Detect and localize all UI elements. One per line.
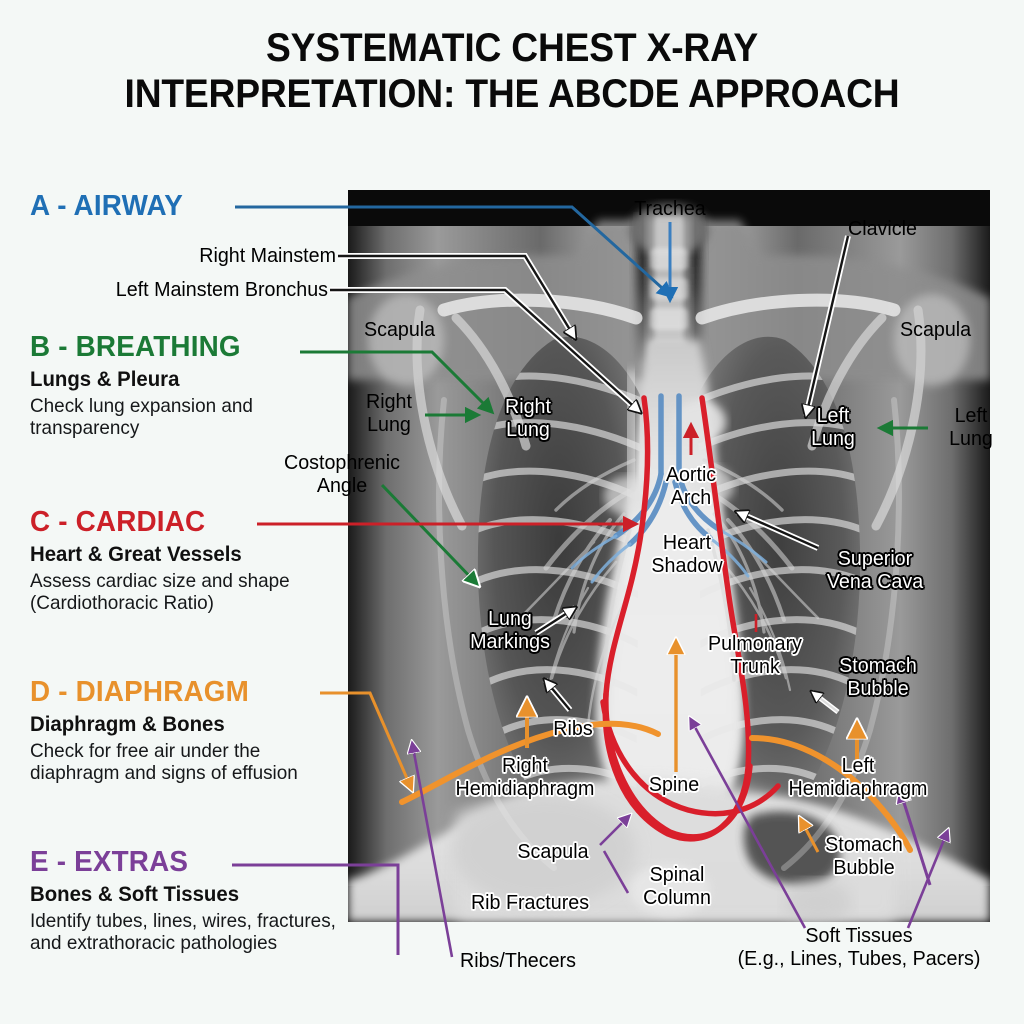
label-stomach-bubble-lower-line1: Stomach — [825, 833, 903, 856]
section-description-cardiac: Assess cardiac size and shape (Cardiotho… — [30, 569, 290, 615]
label-right-lung-inner-line1: Right — [505, 395, 551, 418]
label-right-lung-outer-line2: Lung — [367, 412, 411, 436]
label-lung-markings-line2: Markings — [470, 629, 550, 653]
label-spinal-column: Spinal Column — [624, 863, 730, 909]
section-cardiac[interactable]: C - CARDIAC Heart & Great Vessels Assess… — [30, 508, 350, 615]
label-left-lung-inner: Left Lung — [794, 404, 873, 450]
section-subtitle-diaphragm: Diaphragm & Bones — [30, 713, 225, 736]
label-trachea: Trachea — [634, 197, 706, 220]
label-scapula-left-outer: Scapula — [900, 318, 972, 341]
label-soft-tissues: Soft Tissues (E.g., Lines, Tubes, Pacers… — [712, 924, 1006, 970]
label-right-lung-inner-line2: Lung — [506, 417, 550, 441]
section-extras[interactable]: E - EXTRAS Bones & Soft Tissues Identify… — [30, 848, 350, 955]
label-costophrenic-angle-line2: Angle — [316, 473, 368, 497]
label-left-lung-inner-line1: Left — [816, 404, 850, 427]
label-left-lung-outer: Left Lung — [932, 404, 1011, 450]
section-heading-breathing: B - BREATHING — [30, 331, 241, 363]
label-left-hemidiaphragm: Left Hemidiaphragm — [762, 754, 954, 800]
label-left-lung-outer-line2: Lung — [949, 426, 993, 450]
label-aortic-arch: Aortic Arch — [638, 463, 744, 509]
label-right-lung-outer: Right Lung — [350, 390, 429, 436]
label-left-lung-inner-line2: Lung — [811, 426, 855, 450]
page-title: SYSTEMATIC CHEST X-RAY INTERPRETATION: T… — [36, 26, 988, 117]
label-superior-vena-cava-line1: Superior — [837, 547, 913, 570]
label-spinal-column-line1: Spinal — [649, 863, 705, 886]
label-stomach-bubble-lower: Stomach Bubble — [806, 833, 921, 879]
label-pulmonary-trunk: Pulmonary Trunk — [693, 632, 818, 678]
label-clavicle: Clavicle — [848, 217, 917, 240]
label-ribs-thecers: Ribs/Thecers — [460, 949, 576, 972]
label-pulmonary-trunk-line1: Pulmonary — [707, 632, 803, 655]
label-rib-fractures: Rib Fractures — [470, 891, 590, 914]
label-left-lung-outer-line1: Left — [954, 404, 988, 427]
label-right-hemidiaphragm-line1: Right — [502, 754, 548, 777]
label-spinal-column-line2: Column — [643, 885, 711, 909]
label-stomach-bubble-upper: Stomach Bubble — [820, 654, 935, 700]
section-heading-diaphragm: D - DIAPHRAGM — [30, 676, 250, 708]
label-heart-shadow: Heart Shadow — [625, 531, 750, 577]
section-heading-extras: E - EXTRAS — [30, 846, 189, 878]
label-left-hemidiaphragm-line2: Hemidiaphragm — [788, 776, 928, 800]
label-lung-markings: Lung Markings — [445, 607, 576, 653]
section-subtitle-breathing: Lungs & Pleura — [30, 368, 180, 391]
title-line-2: INTERPRETATION: THE ABCDE APPROACH — [124, 71, 900, 116]
label-left-mainstem-bronchus: Left Mainstem Bronchus — [115, 278, 329, 301]
label-scapula-right-outer: Scapula — [364, 318, 436, 341]
label-scapula-lower: Scapula — [517, 840, 589, 863]
label-stomach-bubble-lower-line2: Bubble — [833, 855, 895, 879]
section-subtitle-cardiac: Heart & Great Vessels — [30, 543, 242, 566]
label-costophrenic-angle-line1: Costophrenic — [284, 451, 400, 474]
section-airway[interactable]: A - AIRWAY — [30, 192, 350, 221]
label-superior-vena-cava: Superior Vena Cava — [803, 547, 947, 593]
label-ribs: Ribs — [553, 717, 593, 740]
label-spine: Spine — [648, 773, 700, 796]
section-description-diaphragm: Check for free air under the diaphragm a… — [30, 739, 298, 785]
section-subtitle-extras: Bones & Soft Tissues — [30, 883, 240, 906]
label-superior-vena-cava-line2: Vena Cava — [826, 569, 924, 593]
label-right-hemidiaphragm: Right Hemidiaphragm — [429, 754, 621, 800]
label-right-lung-inner: Right Lung — [485, 395, 571, 441]
label-costophrenic-angle: Costophrenic Angle — [246, 451, 438, 497]
label-stomach-bubble-upper-line2: Bubble — [847, 676, 909, 700]
label-stomach-bubble-upper-line1: Stomach — [839, 654, 917, 677]
section-heading-cardiac: C - CARDIAC — [30, 506, 206, 538]
section-description-extras: Identify tubes, lines, wires, fractures,… — [30, 909, 336, 955]
section-description-breathing: Check lung expansion and transparency — [30, 394, 253, 440]
label-left-hemidiaphragm-line1: Left — [841, 754, 875, 777]
label-right-mainstem: Right Mainstem — [199, 244, 336, 267]
section-heading-airway: A - AIRWAY — [30, 190, 184, 222]
label-pulmonary-trunk-line2: Trunk — [730, 654, 780, 678]
label-right-lung-outer-line1: Right — [366, 390, 412, 413]
label-soft-tissues-line2: (E.g., Lines, Tubes, Pacers) — [737, 946, 981, 970]
label-aortic-arch-line2: Arch — [670, 485, 712, 509]
section-diaphragm[interactable]: D - DIAPHRAGM Diaphragm & Bones Check fo… — [30, 678, 350, 785]
label-aortic-arch-line1: Aortic — [665, 463, 717, 486]
label-heart-shadow-line2: Shadow — [651, 553, 723, 577]
title-line-1: SYSTEMATIC CHEST X-RAY — [266, 26, 758, 70]
label-soft-tissues-line1: Soft Tissues — [805, 924, 913, 947]
label-right-hemidiaphragm-line2: Hemidiaphragm — [455, 776, 595, 800]
label-heart-shadow-line1: Heart — [662, 531, 712, 554]
label-lung-markings-line1: Lung — [488, 607, 532, 630]
section-breathing[interactable]: B - BREATHING Lungs & Pleura Check lung … — [30, 333, 350, 440]
